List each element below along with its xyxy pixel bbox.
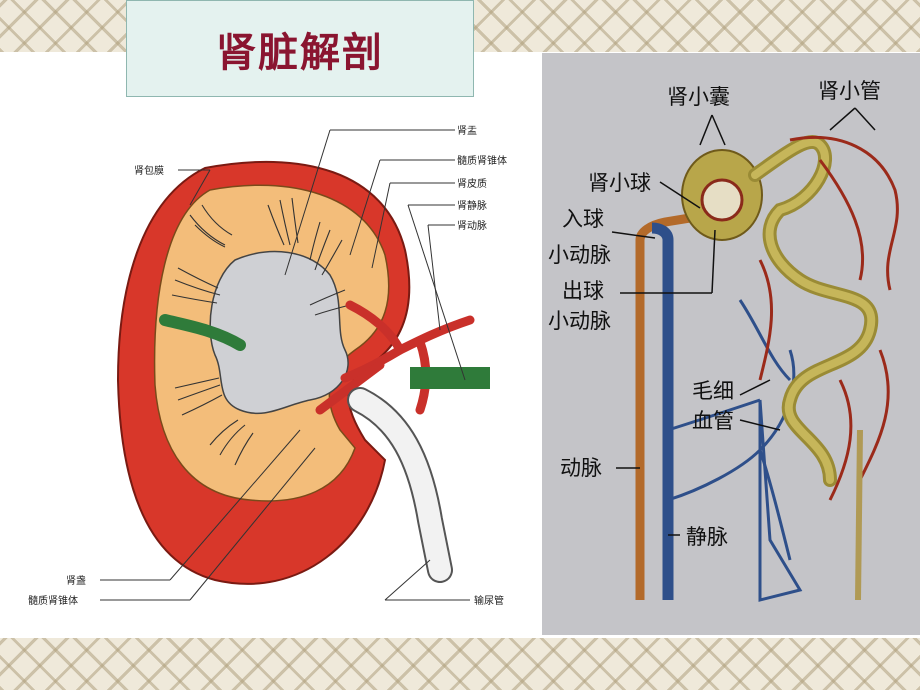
label-medullary-pyramid-top: 髓质肾锥体 (457, 154, 507, 167)
label-afferent-line2: 小动脉 (548, 243, 611, 267)
label-capillary-line2: 血管 (692, 409, 734, 433)
renal-artery-branches (315, 300, 475, 415)
label-renal-cortex: 肾皮质 (457, 177, 487, 190)
label-renal-capsule: 肾包膜 (134, 164, 164, 177)
slide-title: 肾脏解剖 (216, 28, 384, 76)
nephron-panel: 肾小囊 肾小管 肾小球 入球 小动脉 出球 小动脉 毛细 血管 动脉 静脉 (542, 53, 920, 635)
title-box: 肾脏解剖 (126, 0, 474, 97)
label-vein: 静脉 (686, 525, 728, 549)
internal-vein-shape (159, 314, 246, 351)
artery-vessel (635, 213, 691, 600)
label-renal-tubule: 肾小管 (818, 79, 881, 103)
glomerulus-shape (700, 178, 744, 222)
label-renal-vein: 肾静脉 (457, 199, 487, 212)
label-glomerulus: 肾小球 (588, 171, 651, 195)
label-efferent-line1: 出球 (562, 279, 604, 303)
red-capillary-mesh (758, 135, 899, 501)
label-capillary-line1: 毛细 (692, 379, 734, 403)
kidney-section-illustration: 肾包膜 肾盂 髓质肾锥体 肾皮质 肾静脉 肾动脉 肾盏 髓质肾锥体 输尿管 (28, 125, 507, 607)
renal-pelvis-shape (209, 250, 349, 415)
label-ureter: 输尿管 (474, 594, 504, 607)
nephron-leader-lines (611, 107, 876, 536)
kidney-section-panel: 肾包膜 肾盂 髓质肾锥体 肾皮质 肾静脉 肾动脉 肾盏 髓质肾锥体 输尿管 (0, 100, 540, 638)
label-efferent-line2: 小动脉 (548, 309, 611, 333)
label-bowmans-capsule: 肾小囊 (667, 85, 730, 109)
decorative-bottom-border (0, 638, 920, 690)
label-renal-calyx: 肾盏 (66, 574, 86, 587)
label-artery: 动脉 (560, 456, 602, 480)
nephron-illustration: 肾小囊 肾小管 肾小球 入球 小动脉 出球 小动脉 毛细 血管 动脉 静脉 (548, 79, 899, 602)
leader-lines (100, 129, 470, 601)
peritubular-capillaries (667, 299, 803, 602)
label-medullary-pyramid-bottom: 髓质肾锥体 (28, 594, 78, 607)
label-afferent-line1: 入球 (562, 207, 604, 231)
collecting-duct-shape (855, 429, 863, 601)
label-renal-pelvis: 肾盂 (457, 125, 477, 137)
vein-vessel (651, 222, 674, 600)
label-renal-artery: 肾动脉 (457, 219, 487, 232)
